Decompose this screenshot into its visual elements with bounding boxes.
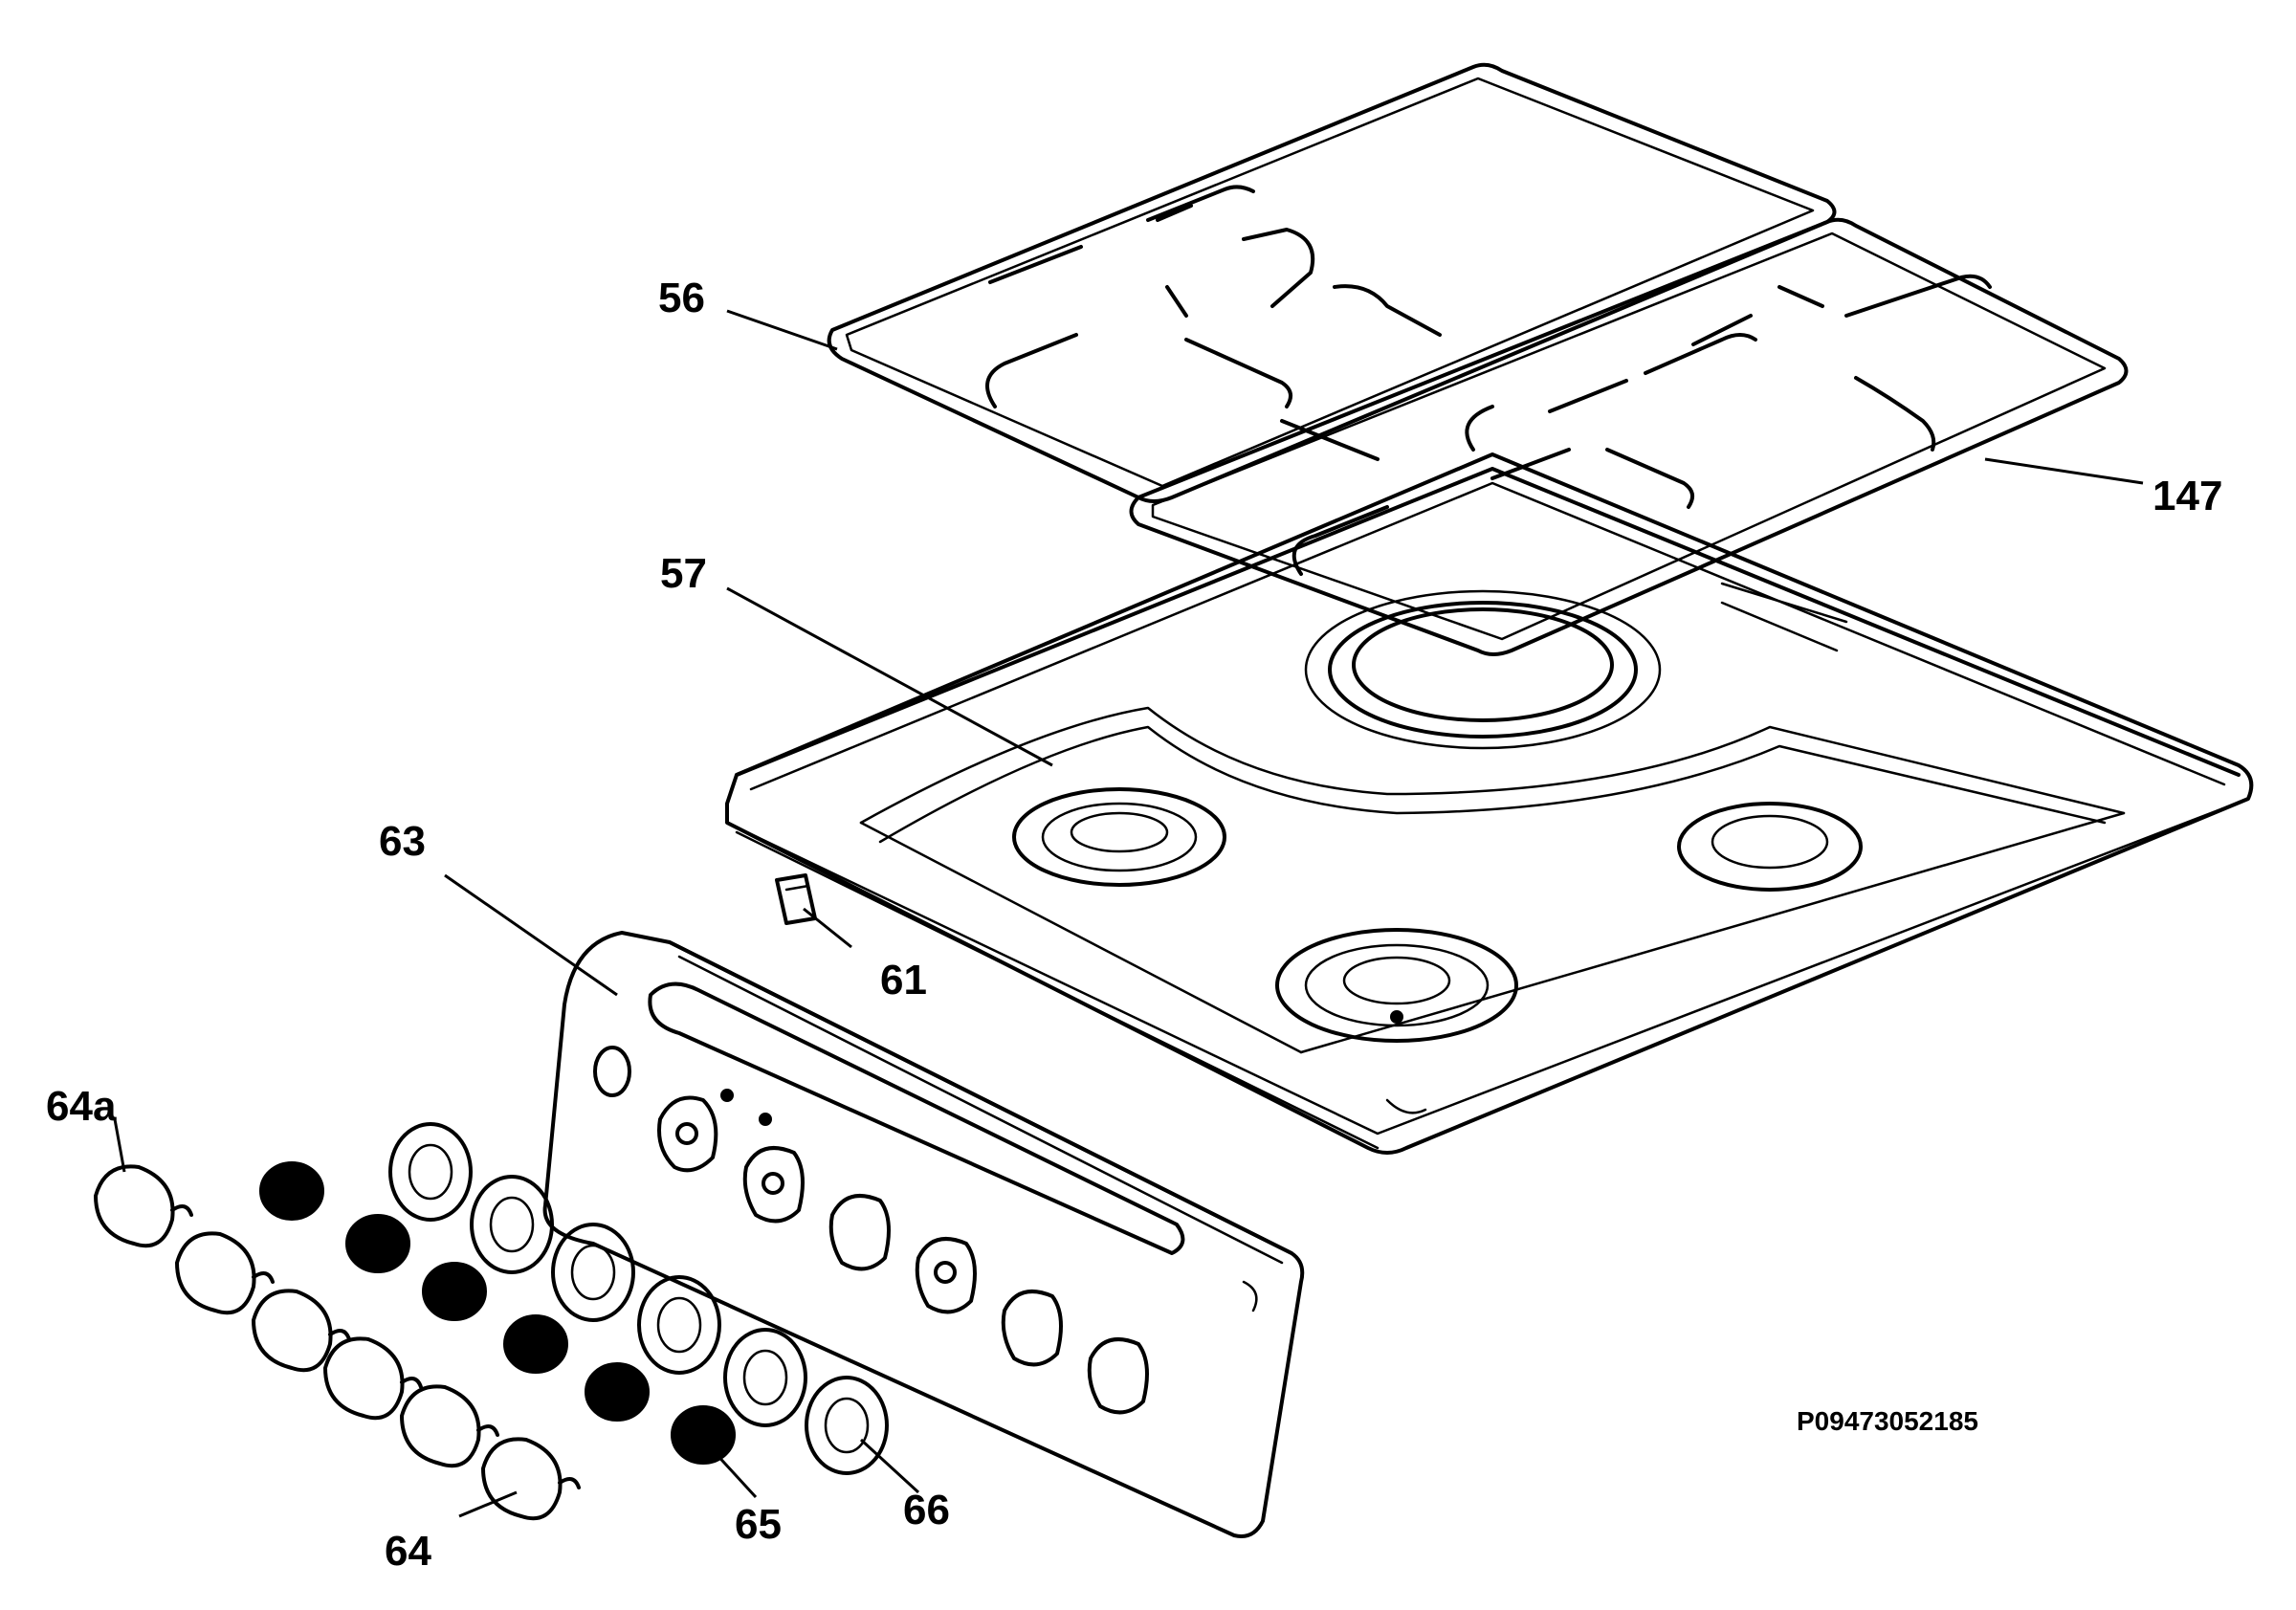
label-part-64: 64	[385, 1528, 431, 1575]
pan-support-147	[1129, 217, 2129, 656]
label-part-64a: 64a	[46, 1083, 117, 1130]
label-part-57: 57	[660, 550, 707, 597]
bracket-61	[775, 873, 817, 925]
pan-support-56	[827, 62, 1837, 503]
knob-caps-65	[259, 1161, 736, 1465]
leader-lines	[113, 309, 2144, 1518]
control-panel-63	[542, 931, 1305, 1538]
label-part-56: 56	[658, 275, 705, 321]
label-part-63: 63	[379, 818, 426, 865]
knobs-64	[94, 1164, 581, 1521]
hob-top-57	[725, 452, 2254, 1155]
label-part-61: 61	[880, 957, 927, 1003]
label-part-66: 66	[903, 1487, 950, 1533]
label-part-147: 147	[2152, 473, 2223, 519]
bezels-66	[388, 1122, 889, 1475]
label-part-65: 65	[735, 1501, 782, 1548]
drawing-reference-id: P09473052185	[1797, 1406, 1978, 1436]
